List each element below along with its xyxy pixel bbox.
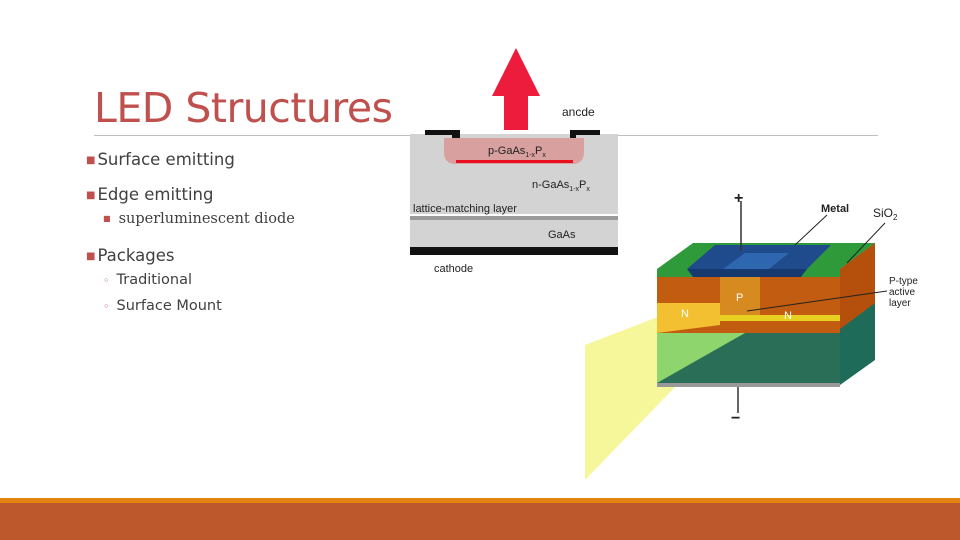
surface-emitting-led-diagram: ancde p-GaAs1-xPx n-GaAs1-xPx lattice-ma… [410, 48, 618, 275]
gaas-substrate [410, 220, 618, 247]
anode-label: ancde [562, 105, 595, 119]
metal-contact-front [687, 269, 807, 277]
bullet-surface-emitting: ■Surface emitting [86, 150, 235, 169]
square-bullet-icon: ■ [103, 214, 111, 223]
n-layer-label: n-GaAs1-xPx [532, 179, 590, 193]
p-mid-label: P [736, 292, 743, 304]
square-bullet-icon: ■ [86, 155, 96, 166]
anode-contact-left [425, 130, 460, 138]
cathode-label: cathode [434, 263, 473, 275]
bullet-edge-emitting: ■Edge emitting [86, 185, 214, 204]
cathode-contact [410, 247, 618, 255]
light-emission-arrow [492, 48, 540, 130]
edge-emitting-led-diagram: + − Metal SiO2 P-type active layer N P N [585, 190, 918, 480]
sio2-pointer [846, 222, 886, 264]
active-layer [657, 315, 840, 321]
metal-ridge [723, 253, 789, 269]
plus-label: + [734, 190, 743, 207]
bullet-surface-mount: ◦Surface Mount [103, 298, 222, 314]
side-face-upper [840, 243, 875, 329]
substrate-glow [657, 333, 745, 383]
minus-label: − [731, 410, 740, 427]
bottom-contact [657, 383, 840, 387]
bullet-superluminescent: ■superluminescent diode [103, 211, 295, 227]
lattice-layer-label: lattice-matching layer [413, 203, 517, 215]
anode-contact-right [570, 130, 600, 138]
p-region-front [720, 277, 760, 315]
slide-title: LED Structures [94, 84, 393, 132]
bullet-packages: ■Packages [86, 246, 175, 265]
n-left-glow [657, 303, 720, 333]
metal-label: Metal [821, 203, 849, 215]
p-region [444, 138, 584, 164]
ptype-label-1: P-type [889, 276, 918, 287]
bullet-traditional: ◦Traditional [103, 272, 192, 288]
square-bullet-icon: ■ [86, 251, 96, 262]
square-bullet-icon: ■ [86, 190, 96, 201]
ptype-label-2: active [889, 287, 916, 298]
circle-bullet-icon: ◦ [103, 274, 110, 287]
substrate-label: GaAs [548, 229, 576, 241]
lattice-matching-layer [410, 216, 618, 220]
metal-pointer [794, 214, 828, 246]
ptype-pointer [746, 290, 888, 312]
p-layer-label: p-GaAs1-xPx [488, 145, 546, 159]
active-emission-line [456, 160, 573, 163]
footer-accent-line [0, 498, 960, 503]
circle-bullet-icon: ◦ [103, 300, 110, 313]
n-left-label: N [681, 308, 689, 320]
ptype-label-3: layer [889, 298, 911, 309]
footer-bar [0, 503, 960, 540]
n-right-label: N [784, 310, 792, 322]
sio2-label: SiO2 [873, 206, 898, 222]
